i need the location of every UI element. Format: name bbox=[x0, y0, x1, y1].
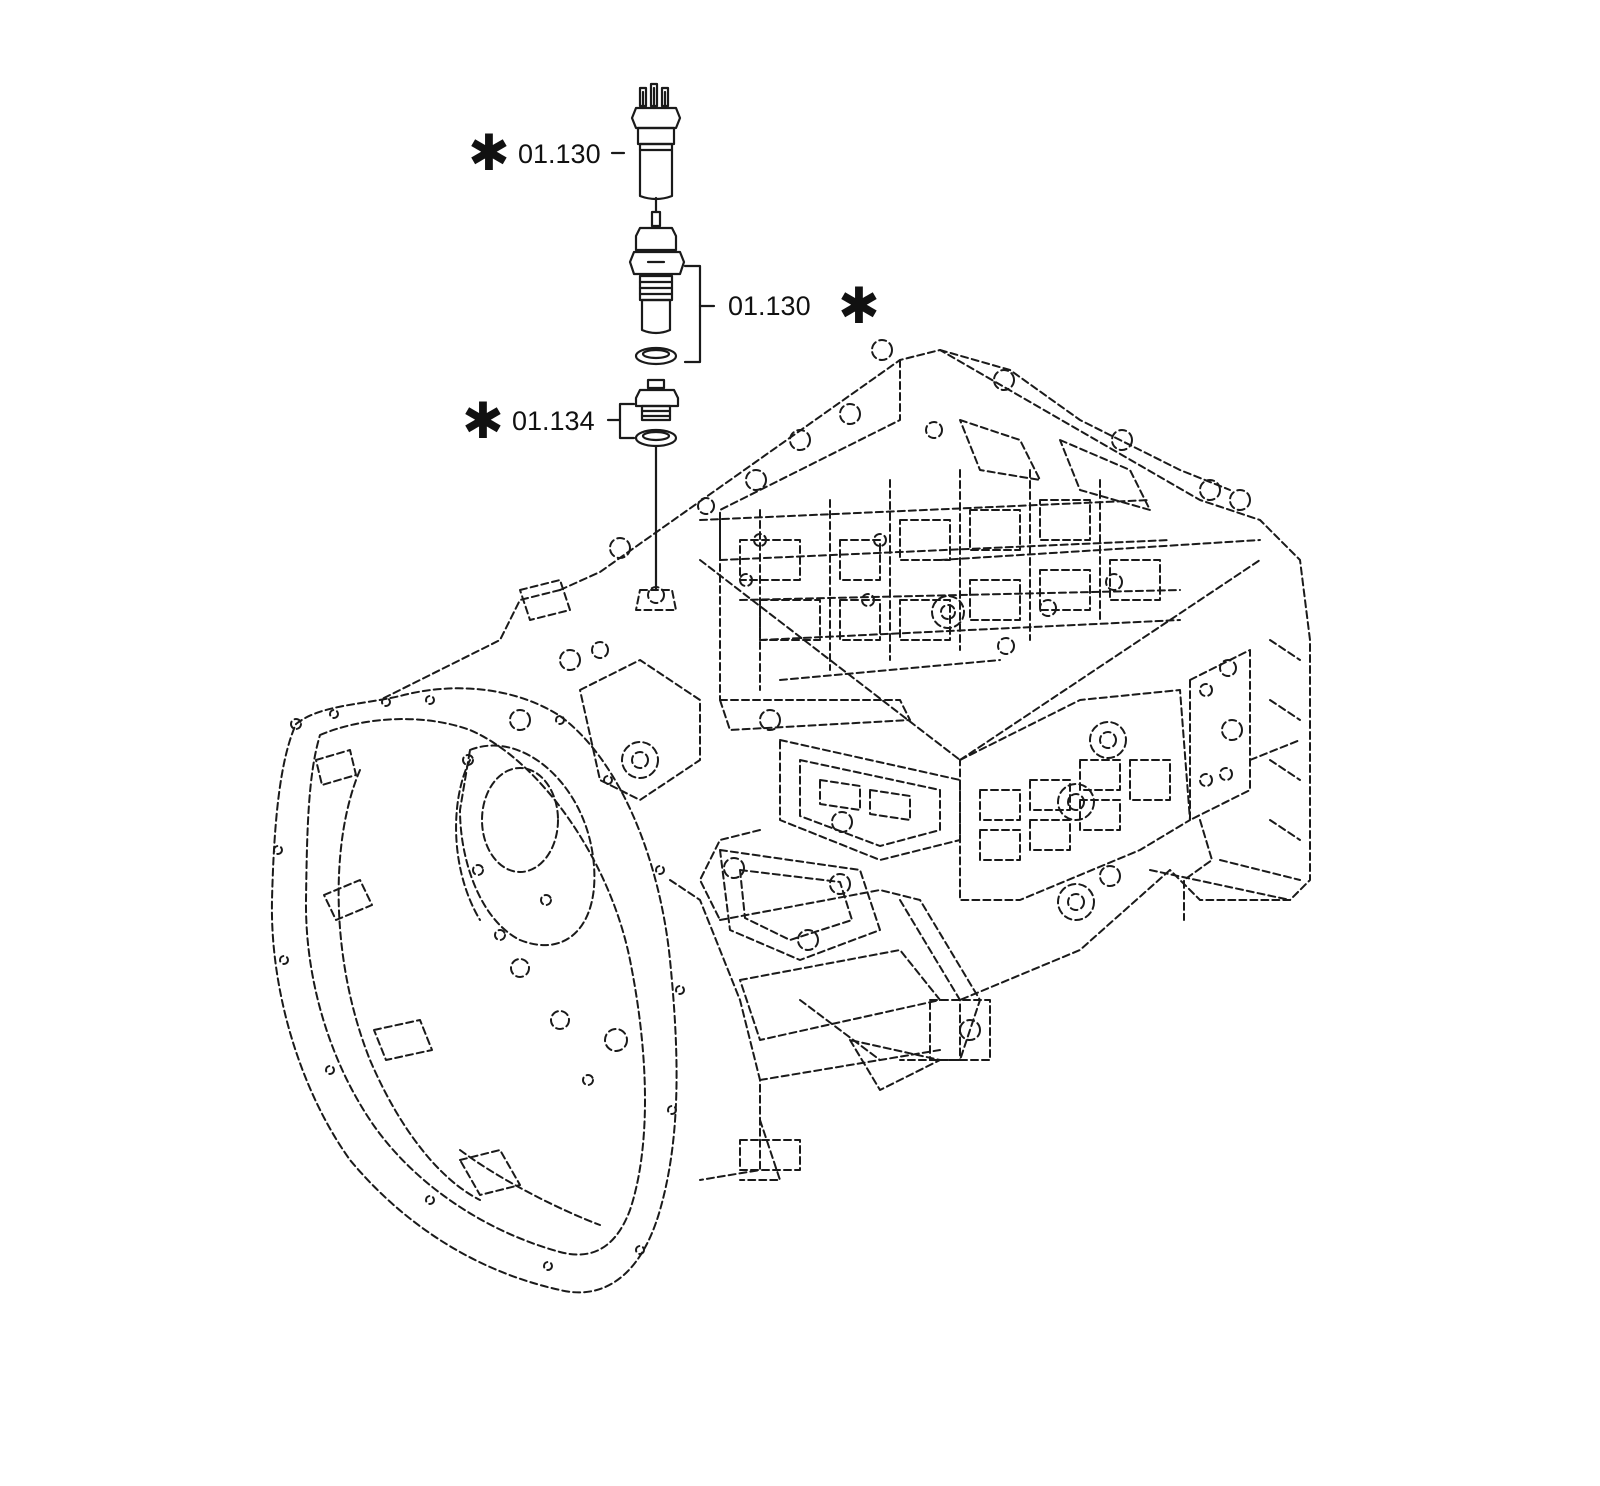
asterisk-icon: ✱ bbox=[838, 277, 880, 335]
speed-sensor-middle bbox=[628, 210, 686, 366]
screw-plug bbox=[634, 378, 680, 592]
callout-label-01-134: 01.134 bbox=[512, 406, 595, 436]
callout-label-01-130-top: 01.130 bbox=[518, 139, 601, 169]
asterisk-icon: ✱ bbox=[468, 124, 510, 182]
gearbox-housing bbox=[270, 339, 1311, 1294]
callout-leaders bbox=[606, 151, 716, 440]
speed-sensor-top bbox=[630, 82, 682, 214]
asterisk-icon: ✱ bbox=[462, 392, 504, 450]
callout-label-01-130-middle: 01.130 bbox=[728, 291, 811, 321]
